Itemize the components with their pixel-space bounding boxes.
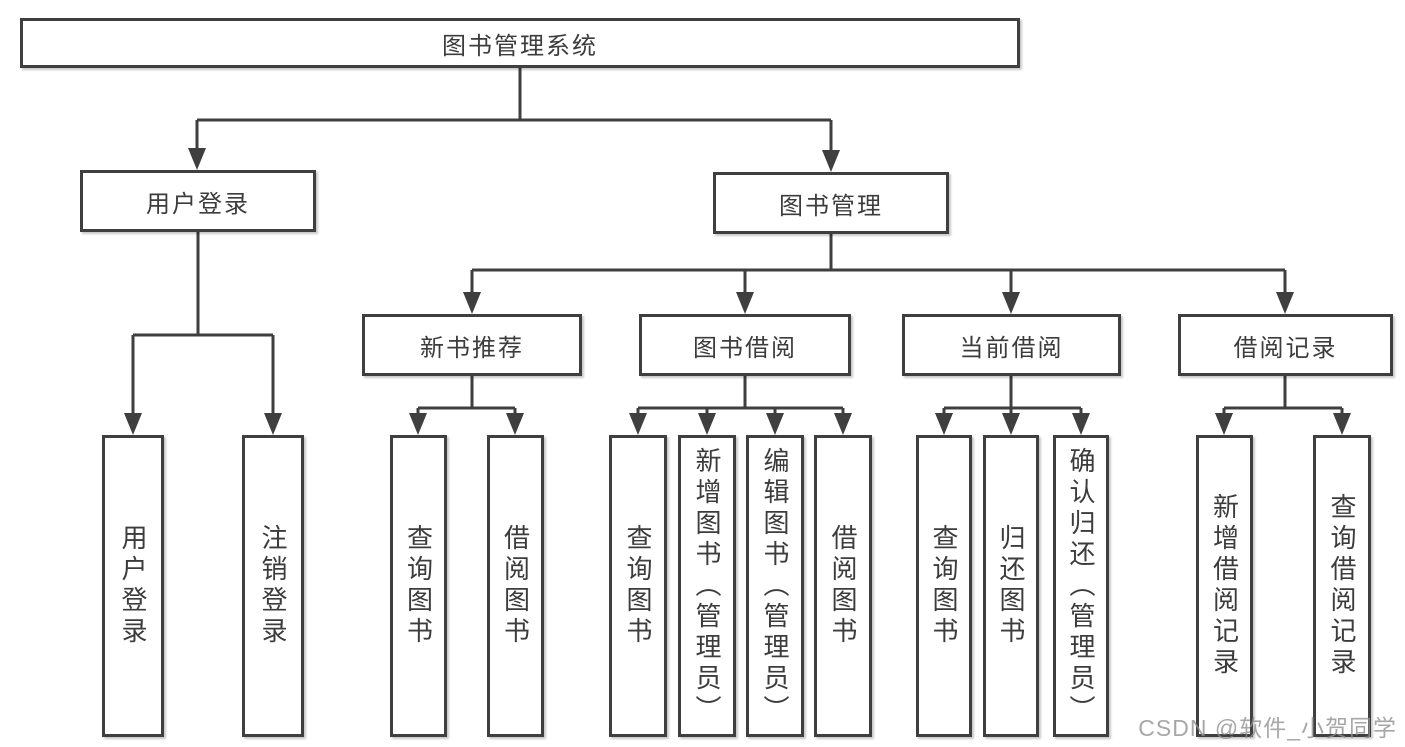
leaf-logout-login: 注销登录 (242, 435, 304, 737)
node-new-book-recommend: 新书推荐 (362, 314, 582, 376)
arrowhead (1333, 413, 1351, 435)
node-user-login: 用户登录 (80, 170, 316, 232)
arrowhead (698, 413, 716, 435)
leaf-borrow-books-recommend: 借阅图书 (487, 435, 544, 737)
leaf-add-books-admin: 新增图书（管理员） (678, 435, 736, 737)
leaf-return-books: 归还图书 (983, 435, 1039, 737)
arrowhead (935, 413, 953, 435)
arrowhead (736, 292, 754, 314)
arrowhead (188, 148, 206, 170)
arrowhead (264, 413, 282, 435)
arrowhead (1215, 413, 1233, 435)
arrowhead (766, 413, 784, 435)
leaf-query-books-recommend: 查询图书 (390, 435, 447, 737)
leaf-query-borrow-record: 查询借阅记录 (1313, 435, 1371, 737)
arrowhead (1072, 413, 1090, 435)
leaf-add-borrow-record: 新增借阅记录 (1196, 435, 1253, 737)
node-borrowing-records: 借阅记录 (1178, 314, 1393, 376)
arrowhead (124, 413, 142, 435)
node-current-borrowing: 当前借阅 (902, 314, 1121, 376)
arrowhead (834, 413, 852, 435)
leaf-user-login: 用户登录 (102, 435, 164, 737)
arrowhead (1002, 413, 1020, 435)
arrowhead (506, 413, 524, 435)
arrowhead (409, 413, 427, 435)
leaf-query-books-current: 查询图书 (916, 435, 972, 737)
leaf-query-books-borrowing: 查询图书 (609, 435, 667, 737)
leaf-edit-books-admin: 编辑图书（管理员） (746, 435, 804, 737)
leaf-borrow-books-borrowing: 借阅图书 (814, 435, 872, 737)
node-library-system: 图书管理系统 (20, 18, 1020, 68)
node-book-management: 图书管理 (713, 172, 949, 234)
leaf-confirm-return-admin: 确认归还（管理员） (1053, 435, 1109, 737)
arrowhead (822, 150, 840, 172)
arrowhead (1276, 292, 1294, 314)
tree-edges (131, 68, 1344, 415)
node-book-borrowing: 图书借阅 (639, 314, 851, 376)
arrowhead (463, 292, 481, 314)
arrowhead (1002, 292, 1020, 314)
arrowhead (629, 413, 647, 435)
